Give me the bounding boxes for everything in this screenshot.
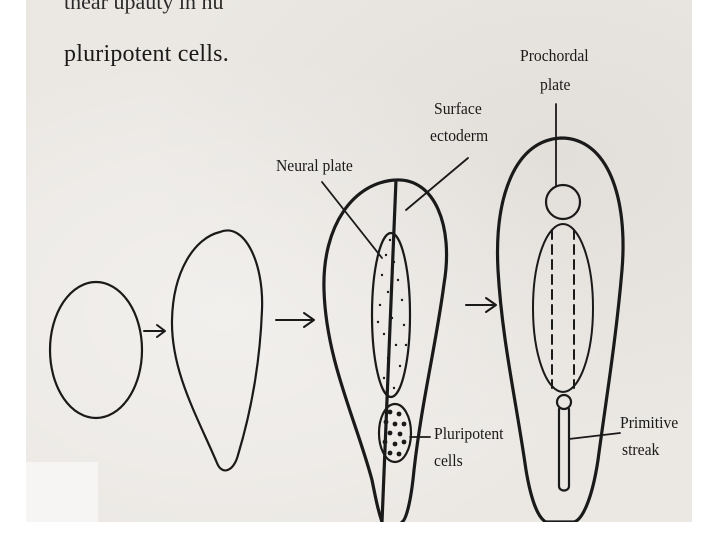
label-pluripotent-cells: cells: [434, 452, 463, 470]
label-prochordal-plate: plate: [540, 76, 570, 94]
intro-text-fragment: tnear upauty in nu: [64, 0, 223, 13]
leader-primitive-streak: [569, 433, 620, 439]
label-prochordal: Prochordal: [520, 47, 589, 65]
stage4-disc: [498, 138, 623, 522]
embryo-diagram: [26, 0, 692, 522]
scanned-page: tnear upauty in nu pluripotent cells. Pr…: [26, 0, 692, 522]
leader-neural-plate: [322, 182, 382, 258]
arrow-1: [144, 325, 165, 337]
label-ectoderm: ectoderm: [430, 127, 488, 145]
stage4-neural-region: [533, 224, 593, 392]
page-heading: pluripotent cells.: [64, 42, 229, 67]
label-neural-plate: Neural plate: [276, 157, 353, 175]
prochordal-plate-circle: [546, 185, 580, 219]
pluripotent-cells-cluster: [379, 404, 411, 462]
arrow-3: [466, 298, 496, 312]
label-primitive: Primitive: [620, 414, 678, 432]
stage2-disc: [172, 230, 262, 470]
notochord-dashes: [552, 230, 574, 388]
label-pluripotent: Pluripotent: [434, 425, 504, 443]
primitive-streak: [559, 409, 569, 491]
arrow-2: [276, 313, 314, 327]
stage1-disc: [50, 282, 142, 418]
primitive-node: [557, 395, 571, 409]
stage3-disc: [324, 180, 447, 522]
label-streak: streak: [622, 441, 659, 459]
label-surface: Surface: [434, 100, 482, 118]
